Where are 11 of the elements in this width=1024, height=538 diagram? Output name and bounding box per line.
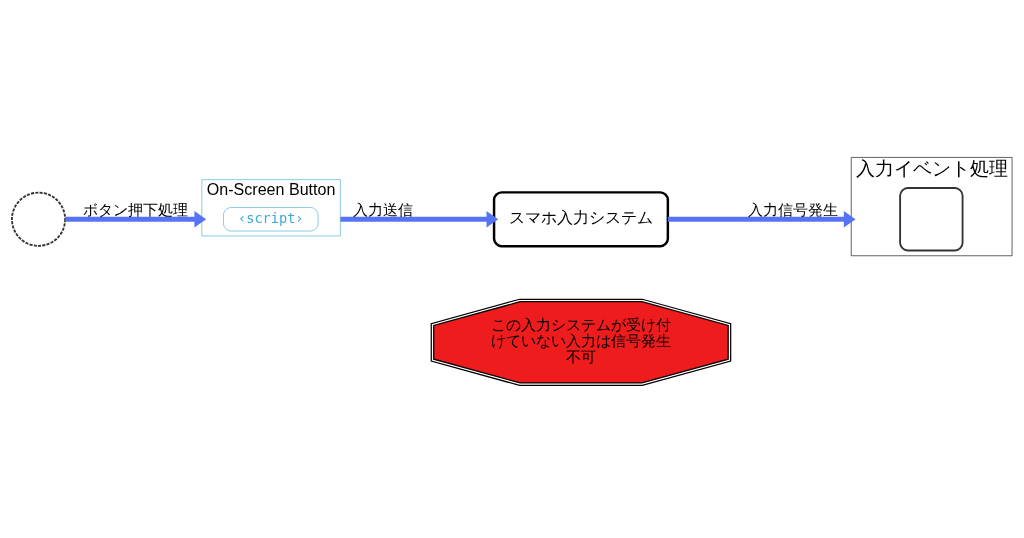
edge-label: ボタン押下処理 <box>83 201 189 219</box>
node-box: スマホ入力システム <box>492 191 670 248</box>
node-box <box>899 187 964 252</box>
arrow <box>340 211 499 228</box>
cluster: 入力イベント処理 <box>850 157 1013 257</box>
node-box: ‹script› <box>223 207 319 232</box>
edge-label: 入力信号発生 <box>748 201 839 219</box>
arrow <box>65 211 207 228</box>
arrow <box>667 211 856 228</box>
node-circle <box>11 191 67 247</box>
edge-label: 入力送信 <box>353 201 414 219</box>
